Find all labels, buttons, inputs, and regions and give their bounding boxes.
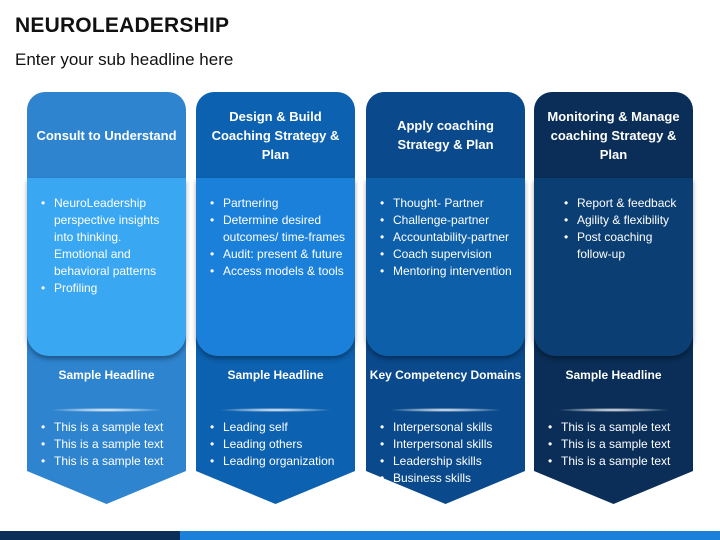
column-points-panel: Report & feedback Agility & flexibility … [534,178,693,356]
column-heading: Monitoring & Manage coaching Strategy & … [547,108,680,162]
point-item: Mentoring intervention [380,263,517,280]
point-item: NeuroLeadership perspective insights int… [41,195,178,280]
list-item: This is a sample text [548,419,688,436]
divider-line [390,408,501,412]
column-design-build: Design & Build Coaching Strategy & Plan … [196,92,355,504]
column-consult: Consult to Understand NeuroLeadership pe… [27,92,186,504]
sub-headline: Key Competency Domains [369,368,522,382]
column-monitoring: Monitoring & Manage coaching Strategy & … [534,92,693,504]
point-item: Profiling [41,280,178,297]
point-item: Thought- Partner [380,195,517,212]
footer-accent-bar [0,531,720,540]
column-apply-coaching: Apply coaching Strategy & Plan Thought- … [366,92,525,504]
column-heading: Design & Build Coaching Strategy & Plan [211,108,340,162]
list-item: Leadership skills [380,453,520,470]
page-title: NEUROLEADERSHIP [15,14,230,37]
column-points-panel: Partnering Determine desired outcomes/ t… [196,178,355,356]
divider-line [220,408,331,412]
point-item: Challenge-partner [380,212,517,229]
point-item: Access models & tools [210,263,347,280]
column-points-panel: Thought- Partner Challenge-partner Accou… [366,178,525,356]
sub-headline: Sample Headline [58,368,155,382]
point-item: Determine desired outcomes/ time-frames [210,212,347,246]
list-item: Interpersonal skills [380,436,520,453]
list-item: Interpersonal skills [380,419,520,436]
list-item: This is a sample text [41,419,181,436]
sub-headline: Sample Headline [227,368,324,382]
point-item: Accountability-partner [380,229,517,246]
list-item: Leading others [210,436,350,453]
column-heading: Consult to Understand [36,127,177,143]
point-item: Audit: present & future [210,246,347,263]
column-points-panel: NeuroLeadership perspective insights int… [27,178,186,356]
column-heading: Apply coaching Strategy & Plan [397,118,494,152]
list-item: This is a sample text [548,453,688,470]
list-item: This is a sample text [41,453,181,470]
list-item: Leading organization [210,453,350,470]
list-item: This is a sample text [41,436,181,453]
page-subtitle: Enter your sub headline here [15,50,234,69]
divider-line [51,408,162,412]
list-item: Business skills [380,470,520,487]
list-item: This is a sample text [548,436,688,453]
point-item: Report & feedback [564,195,685,212]
sub-headline: Sample Headline [565,368,662,382]
point-item: Post coaching follow-up [564,229,685,263]
list-item: Leading self [210,419,350,436]
point-item: Agility & flexibility [564,212,685,229]
point-item: Coach supervision [380,246,517,263]
point-item: Partnering [210,195,347,212]
divider-line [558,408,669,412]
